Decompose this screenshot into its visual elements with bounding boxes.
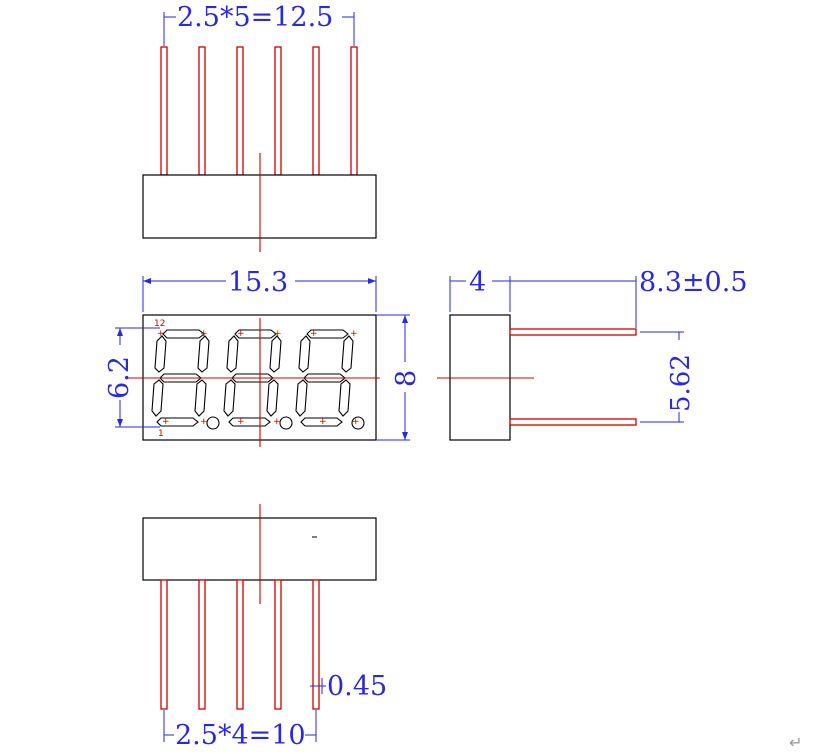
bottom-view: 0.45 2.5*4=10 — [142, 504, 387, 751]
pin-row-spacing-dimension: 5.62 — [640, 331, 696, 423]
return-symbol: ↵ — [789, 733, 802, 752]
digit-3-seg-c — [338, 379, 351, 417]
digit-height-dimension: 6.2 — [104, 327, 160, 428]
digit-height-label: 6.2 — [104, 356, 135, 399]
digit-2-seg-c — [266, 379, 279, 417]
pin-position-mark: + — [274, 329, 282, 339]
body-height-dimension: 8 — [376, 314, 422, 441]
pin-position-mark: + — [200, 417, 208, 427]
digit-1-seg-d — [156, 417, 199, 427]
top-pitch-label: 2.5*5=12.5 — [177, 2, 333, 33]
digit-3-seg-b — [341, 335, 354, 373]
digit-3-seg-d — [300, 417, 343, 427]
pin-position-mark: + — [200, 329, 208, 339]
digit-3-seg-e — [295, 379, 308, 417]
body-width-dimension: 15.3 — [142, 267, 377, 312]
digit-2-seg-d — [228, 417, 271, 427]
front-view: 15.3 + + + + + + + + + + + + 12 1 6.2 — [104, 267, 422, 447]
top-pin-4 — [274, 46, 282, 176]
digit-3-seg-f — [298, 335, 311, 373]
side-pin-top — [509, 328, 637, 336]
pin-position-mark: + — [319, 417, 327, 427]
body-height-label: 8 — [391, 370, 422, 387]
pin-row-spacing-label: 5.62 — [666, 354, 696, 412]
pin-position-mark: + — [237, 417, 245, 427]
bottom-pin-3 — [236, 579, 244, 710]
digit-1-seg-a — [162, 329, 205, 339]
decimal-point-3 — [351, 416, 365, 430]
bottom-pin-1 — [160, 579, 168, 710]
pin-position-mark: + — [273, 417, 281, 427]
digit-2-seg-b — [269, 335, 282, 373]
body-width-label: 15.3 — [228, 267, 288, 298]
pin12-mark: 12 — [154, 319, 165, 329]
top-pitch-dimension: 2.5*5=12.5 — [163, 2, 355, 46]
bottom-pitch-dimension: 2.5*4=10 — [163, 710, 317, 751]
digit-1-seg-b — [197, 335, 210, 373]
bottom-pin-2 — [198, 579, 206, 710]
digit-1-seg-f — [154, 335, 167, 373]
pin-diameter-dimension: 0.45 — [310, 671, 387, 702]
digit-1-seg-e — [151, 379, 164, 417]
side-view: 4 8.3±0.5 5.62 — [437, 267, 748, 441]
pin-position-mark: + — [162, 417, 170, 427]
pin-position-mark: + — [350, 329, 358, 339]
top-pin-3 — [236, 46, 244, 176]
bottom-pin-5 — [312, 579, 320, 710]
decimal-point-2 — [279, 416, 293, 430]
digit-3-seg-a — [306, 329, 349, 339]
bottom-pins — [160, 579, 320, 710]
side-pin-bottom — [509, 418, 637, 426]
top-view: 2.5*5=12.5 — [142, 2, 377, 252]
top-pin-1 — [160, 46, 168, 176]
pin-length-label: 8.3±0.5 — [639, 267, 748, 298]
decimal-point-1 — [206, 416, 220, 430]
digit-2-seg-a — [234, 329, 277, 339]
digit-2-seg-e — [223, 379, 236, 417]
pin-position-mark: + — [310, 329, 318, 339]
pin-length-dimension: 8.3±0.5 — [510, 267, 748, 328]
pin-diameter-label: 0.45 — [327, 671, 387, 702]
pin-position-mark: + — [237, 329, 245, 339]
bottom-pitch-label: 2.5*4=10 — [175, 720, 306, 751]
top-pin-2 — [198, 46, 206, 176]
pin1-mark: 1 — [158, 429, 164, 439]
top-pin-5 — [312, 46, 320, 176]
digit-1-seg-c — [194, 379, 207, 417]
pin-position-mark: + — [157, 329, 165, 339]
side-depth-label: 4 — [469, 267, 486, 298]
digit-2-seg-f — [226, 335, 239, 373]
bottom-pin-4 — [274, 579, 282, 710]
pin-position-mark: + — [352, 417, 360, 427]
top-pins — [160, 46, 358, 176]
top-pin-6 — [350, 46, 358, 176]
side-depth-dimension: 4 — [449, 267, 511, 312]
